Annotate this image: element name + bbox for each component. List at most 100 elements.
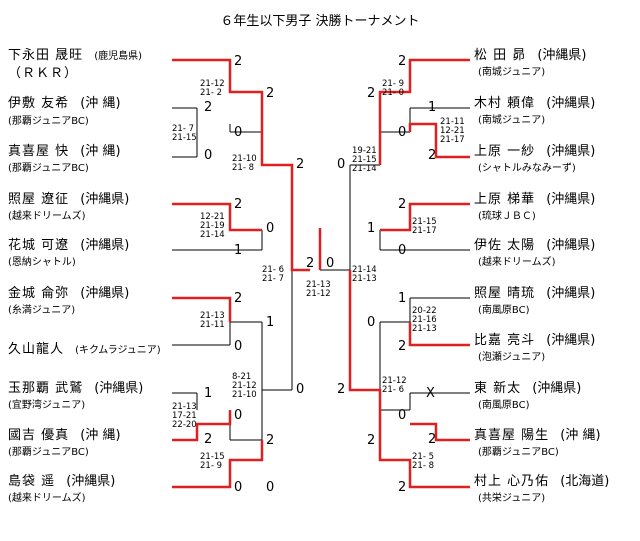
player-name: 松 田 昴 [474, 48, 527, 63]
player-club: (南城ジュニア) [478, 67, 546, 78]
player-name: 比嘉 亮斗 [474, 333, 536, 348]
player-region: (沖縄県) [546, 333, 596, 348]
player-name: 木村 頼偉 [474, 96, 536, 111]
player-club: (糸満ジュニア) [8, 305, 76, 316]
player-name: 照屋 晴琉 [474, 286, 536, 301]
player-club: (琉球ＪＢＣ) [478, 211, 536, 222]
page-title: ６年生以下男子 決勝トーナメント [220, 14, 420, 29]
player-region: (沖 縄) [80, 428, 121, 443]
game-scores: 21-12 21- 6 [382, 376, 407, 395]
match-score: 2 [204, 100, 213, 115]
left-player-3: 真喜屋 快 (沖 縄) [8, 140, 121, 159]
match-score: 2 [234, 291, 243, 306]
player-club: （ＲＫＲ） [8, 66, 79, 81]
player-region: (沖縄県) [80, 286, 130, 301]
player-region: (北海道) [560, 474, 610, 489]
left-player-5: 花城 可遼 (沖縄県) [8, 234, 129, 253]
player-club: (那覇ジュニアBC) [8, 163, 89, 174]
match-score: 2 [398, 54, 407, 69]
left-player-4: 照屋 遼征 (沖縄県) [8, 188, 129, 207]
left-player-10: 島袋 遥 (沖縄県) [8, 470, 115, 489]
match-score: 0 [204, 148, 213, 163]
left-player-1: 下永田 晟旺 (鹿児島県) [8, 44, 142, 63]
right-player-8: 東 新太 (沖縄県) [474, 377, 581, 396]
right-player-9: 真喜屋 陽生 (沖 縄) [474, 424, 601, 443]
match-score: 2 [337, 382, 346, 397]
left-player-9: 國吉 優真 (沖 縄) [8, 424, 121, 443]
game-scores: 8-21 21-12 21-10 [232, 372, 257, 400]
match-score: 0 [367, 315, 376, 330]
player-name: 照屋 遼征 [8, 192, 70, 207]
match-score: 2 [398, 197, 407, 212]
player-name: 伊敷 友希 [8, 96, 70, 111]
match-score: 2 [398, 480, 407, 495]
match-score: 2 [266, 433, 275, 448]
match-score: 2 [367, 86, 376, 101]
right-player-3: 上原 一紗 (沖縄県) [474, 140, 595, 159]
player-club: (南風原BC) [478, 400, 530, 411]
match-score: 1 [367, 221, 376, 236]
player-region: (沖 縄) [80, 144, 121, 159]
player-club: (越来ドリームズ) [478, 257, 556, 268]
game-scores: 20-22 21-16 21-13 [412, 306, 437, 334]
match-score: 1 [204, 386, 213, 401]
game-scores: 21-13 21-11 [200, 311, 225, 330]
match-score: 0 [234, 480, 243, 495]
final-score-right: 0 [326, 256, 335, 271]
match-score: 2 [428, 148, 437, 163]
player-club: (那覇ジュニアBC) [8, 116, 89, 127]
game-scores: 21-11 12-21 21-17 [440, 117, 465, 145]
game-scores: 21-14 21-13 [352, 265, 377, 284]
player-name: 下永田 晟旺 [8, 48, 84, 63]
match-score: 0 [296, 382, 305, 397]
player-region: (沖 縄) [560, 428, 601, 443]
match-score: 0 [337, 157, 346, 172]
match-score: 2 [398, 339, 407, 354]
right-player-2: 木村 頼偉 (沖縄県) [474, 92, 595, 111]
player-region: (キクムラジュニア) [75, 345, 161, 356]
game-scores: 21-13 17-21 22-20 [172, 402, 197, 430]
match-score: X [426, 386, 435, 401]
left-player-8: 玉那覇 武鷲 (沖縄県) [8, 377, 143, 396]
match-score: 1 [428, 100, 437, 115]
player-name: 花城 可遼 [8, 238, 70, 253]
match-score: 0 [266, 480, 275, 495]
player-name: 島袋 遥 [8, 474, 56, 489]
player-club: (泡瀬ジュニア) [478, 352, 546, 363]
player-club: (南風原BC) [478, 305, 530, 316]
game-scores: 21-10 21- 8 [232, 154, 257, 173]
player-club: (恩納シャトル) [8, 257, 76, 268]
match-score: 0 [234, 125, 243, 140]
player-region: (沖縄県) [94, 381, 144, 396]
game-scores: 21-15 21-17 [412, 217, 437, 236]
player-region: (沖縄県) [546, 192, 596, 207]
match-score: 2 [204, 432, 213, 447]
match-score: 2 [234, 197, 243, 212]
match-score: 0 [398, 125, 407, 140]
game-scores: 21- 6 21- 7 [262, 265, 284, 284]
player-region: (沖縄県) [546, 286, 596, 301]
final-game-scores: 21-13 21-12 [306, 280, 331, 299]
match-score: 2 [367, 433, 376, 448]
game-scores: 12-21 21-19 21-14 [200, 212, 225, 240]
left-player-6: 金城 侖弥 (沖縄県) [8, 282, 129, 301]
match-score: 2 [266, 86, 275, 101]
game-scores: 21- 7 21-15 [172, 124, 197, 143]
match-score: 2 [296, 157, 305, 172]
player-region: (沖縄県) [532, 381, 582, 396]
player-name: 真喜屋 快 [8, 144, 70, 159]
player-region: (鹿児島県) [94, 51, 143, 62]
player-club: (共栄ジュニア) [478, 493, 546, 504]
game-scores: 21-12 21- 2 [200, 79, 225, 98]
match-score: 2 [234, 54, 243, 69]
match-score: 1 [234, 243, 243, 258]
match-score: 1 [266, 315, 275, 330]
left-player-1-club: （ＲＫＲ） [8, 62, 78, 81]
player-club: (那覇ジュニアBC) [478, 447, 559, 458]
player-region: (沖縄県) [66, 474, 116, 489]
player-club: (越来ドリームズ) [8, 493, 86, 504]
player-region: (沖縄県) [546, 144, 596, 159]
right-player-4: 上原 梯華 (沖縄県) [474, 188, 595, 207]
player-name: 上原 梯華 [474, 192, 536, 207]
game-scores: 19-21 21-15 21-14 [352, 146, 377, 174]
